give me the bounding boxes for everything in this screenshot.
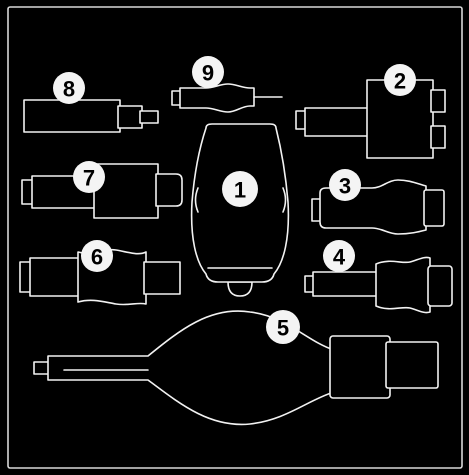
part-3-tapered-tip — [311, 179, 445, 235]
badge-4: 4 — [323, 240, 355, 272]
tip-4-end — [427, 265, 453, 307]
tip-3-end — [423, 189, 445, 227]
badge-5: 5 — [266, 310, 300, 344]
frame-border — [7, 6, 463, 469]
badge-6: 6 — [81, 240, 113, 272]
badge-1-label: 1 — [234, 178, 246, 203]
part-2-wide-adapter — [295, 79, 446, 159]
part-5-retractable-reel — [33, 310, 439, 426]
badge-5-label: 5 — [277, 316, 289, 341]
adapter-2-top-prong — [430, 89, 446, 113]
tip-6-end — [143, 261, 181, 295]
adapter-2-bottom-prong — [430, 125, 446, 149]
badge-8: 8 — [53, 72, 85, 104]
part-8-small-tip — [23, 99, 159, 133]
badge-2-label: 2 — [394, 69, 406, 94]
badge-9-label: 9 — [202, 61, 214, 86]
car-charger-left-clip — [194, 187, 199, 213]
tip-6-neck — [29, 257, 81, 297]
badge-4-label: 4 — [333, 245, 346, 270]
adapter-2-neck — [304, 107, 369, 137]
reel-5-shoulder — [329, 335, 391, 399]
badge-2: 2 — [384, 64, 416, 96]
badge-7-label: 7 — [83, 166, 95, 191]
tip-8-body — [23, 99, 121, 133]
tip-7-end — [155, 173, 183, 207]
badge-1: 1 — [222, 171, 258, 207]
badge-8-label: 8 — [63, 77, 75, 102]
badge-6-label: 6 — [91, 245, 103, 270]
badge-3-label: 3 — [339, 174, 351, 199]
tip-8-neck — [117, 105, 143, 129]
badge-9: 9 — [192, 56, 224, 88]
tip-9-body — [179, 83, 255, 113]
tip-7-body — [93, 163, 159, 219]
tip-4-neck — [312, 271, 380, 297]
part-4-pinched-tip — [304, 256, 453, 314]
reel-5-connector — [385, 341, 439, 389]
car-charger-right-clip — [282, 187, 287, 213]
part-1-car-charger — [190, 123, 290, 297]
tip-8-pin — [139, 110, 159, 124]
badge-3: 3 — [329, 169, 361, 201]
tip-4-body — [375, 256, 431, 314]
car-charger-tip — [227, 281, 253, 297]
part-9-mini-tip — [171, 83, 283, 113]
badge-7: 7 — [73, 161, 105, 193]
